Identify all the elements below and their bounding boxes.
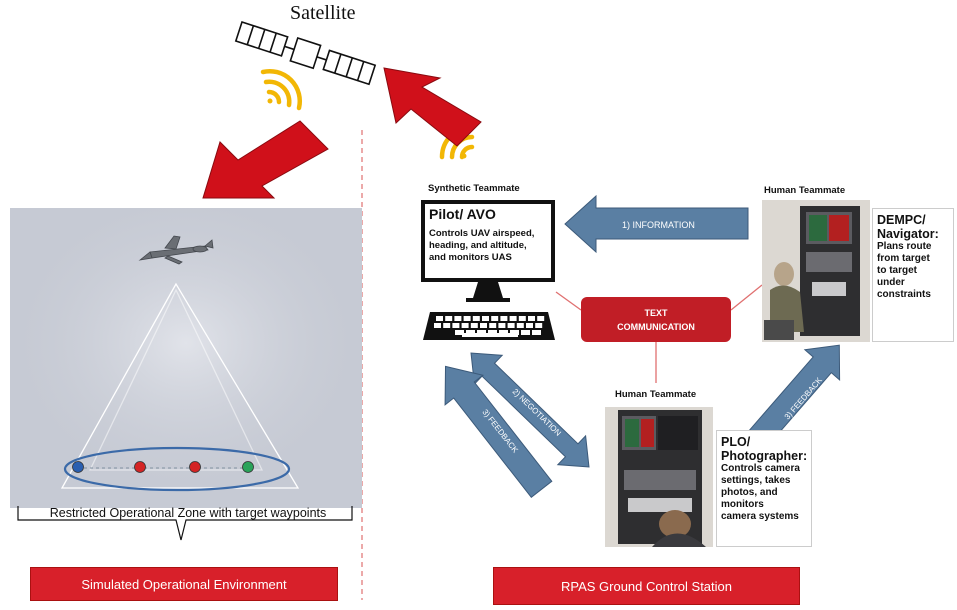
pilot-desc-line: Controls UAV airspeed, bbox=[429, 228, 535, 239]
keyboard-key bbox=[532, 330, 541, 335]
keyboard-spacebar bbox=[462, 333, 518, 337]
waypoint-marker bbox=[189, 461, 201, 473]
photographer-desc-line: settings, takes bbox=[721, 475, 791, 486]
keyboard-key bbox=[461, 323, 469, 328]
waypoint-marker bbox=[242, 461, 254, 473]
comm-line: COMMUNICATION bbox=[617, 321, 695, 332]
comm-line: TEXT bbox=[644, 307, 668, 318]
keyboard-key bbox=[436, 316, 443, 321]
pilot-role-title: Pilot/ AVO bbox=[429, 206, 496, 222]
navigator-desc-line: constraints bbox=[877, 289, 931, 300]
negotiation-arrow-label: 2) NEGOTIATION bbox=[511, 387, 563, 438]
information-arrow[interactable] bbox=[564, 194, 749, 254]
information-arrow-label: 1) INFORMATION bbox=[622, 220, 695, 230]
keyboard-key bbox=[507, 323, 515, 328]
keyboard-key bbox=[535, 323, 543, 328]
photographer-role-box: PLO/ Photographer: Controls camera setti… bbox=[716, 430, 812, 547]
keyboard-key bbox=[489, 323, 497, 328]
navigator-desc-line: to target bbox=[877, 265, 917, 276]
keyboard-key bbox=[482, 316, 489, 321]
navigator-role-title: Navigator: bbox=[877, 227, 939, 241]
keyboard-key bbox=[500, 316, 508, 321]
link-navigator-comm bbox=[730, 284, 763, 311]
photographer-role-title: Photographer: bbox=[721, 449, 808, 463]
red-arrow-up bbox=[383, 67, 482, 147]
navigator-teammate-label: Human Teammate bbox=[764, 185, 846, 196]
keyboard-key bbox=[537, 316, 545, 321]
keyboard-key bbox=[452, 323, 460, 328]
photographer-photo-illustration bbox=[605, 407, 713, 547]
keyboard-key bbox=[526, 323, 533, 328]
keyboard-key bbox=[470, 323, 478, 328]
keyboard-key bbox=[510, 330, 519, 335]
feedback-left-arrow[interactable] bbox=[427, 352, 561, 504]
satellite-icon bbox=[234, 20, 377, 86]
keyboard-key bbox=[518, 316, 526, 321]
keyboard-key bbox=[516, 323, 524, 328]
satellite-label: Satellite bbox=[290, 2, 356, 24]
keyboard-key bbox=[443, 323, 451, 328]
keyboard-key bbox=[434, 323, 441, 328]
keyboard-key bbox=[445, 316, 453, 321]
photographer-teammate-label: Human Teammate bbox=[615, 389, 697, 400]
restricted-zone-ellipse bbox=[63, 446, 291, 492]
photographer-desc-line: photos, and bbox=[721, 487, 778, 498]
keyboard-key bbox=[466, 330, 475, 335]
navigator-role-box: DEMPC/ Navigator: Plans route from targe… bbox=[872, 208, 954, 342]
signal-icon-satellite bbox=[260, 69, 302, 111]
keyboard-key bbox=[477, 330, 486, 335]
pilot-desc-line: and monitors UAS bbox=[429, 252, 512, 263]
keyboard-key bbox=[509, 316, 517, 321]
keyboard-key bbox=[472, 316, 480, 321]
navigator-desc-line: Plans route bbox=[877, 241, 932, 252]
keyboard-key bbox=[455, 330, 464, 335]
photographer-role-title: PLO/ bbox=[721, 435, 751, 449]
keyboard-key bbox=[498, 323, 506, 328]
link-computer-comm bbox=[555, 291, 582, 311]
synthetic-teammate-label: Synthetic Teammate bbox=[428, 183, 520, 194]
pilot-role-description: Controls UAV airspeed, heading, and alti… bbox=[429, 228, 553, 264]
keyboard-key bbox=[528, 316, 535, 321]
navigator-desc-line: under bbox=[877, 277, 905, 288]
uav-drone-icon bbox=[138, 235, 214, 265]
pilot-monitor bbox=[421, 200, 555, 282]
text-communication-box[interactable]: TEXT COMMUNICATION bbox=[581, 297, 731, 342]
keyboard-key bbox=[499, 330, 508, 335]
navigator-photo-illustration bbox=[762, 200, 870, 342]
pilot-desc-line: heading, and altitude, bbox=[429, 240, 527, 251]
keyboard-key bbox=[454, 316, 462, 321]
gcs-title-banner: RPAS Ground Control Station bbox=[493, 567, 800, 605]
red-arrow-down bbox=[202, 120, 329, 199]
photographer-desc-line: Controls camera bbox=[721, 463, 800, 474]
computer-icon bbox=[423, 282, 555, 340]
zone-brace bbox=[17, 506, 353, 541]
keyboard-key bbox=[480, 323, 487, 328]
negotiation-arrow[interactable] bbox=[457, 339, 603, 482]
keyboard-key bbox=[463, 316, 471, 321]
navigator-desc-line: from target bbox=[877, 253, 930, 264]
waypoint-marker bbox=[72, 461, 84, 473]
photographer-desc-line: camera systems bbox=[721, 511, 799, 522]
keyboard-key bbox=[488, 330, 497, 335]
photographer-desc-line: monitors bbox=[721, 499, 764, 510]
keyboard-key bbox=[491, 316, 499, 321]
keyboard-key bbox=[521, 330, 530, 335]
waypoint-group bbox=[72, 461, 254, 473]
navigator-role-title: DEMPC/ bbox=[877, 213, 926, 227]
waypoint-marker bbox=[134, 461, 146, 473]
sensor-cone bbox=[60, 282, 300, 489]
restricted-zone-label: Restricted Operational Zone with target … bbox=[49, 506, 327, 520]
environment-title-banner: Simulated Operational Environment bbox=[30, 567, 338, 601]
